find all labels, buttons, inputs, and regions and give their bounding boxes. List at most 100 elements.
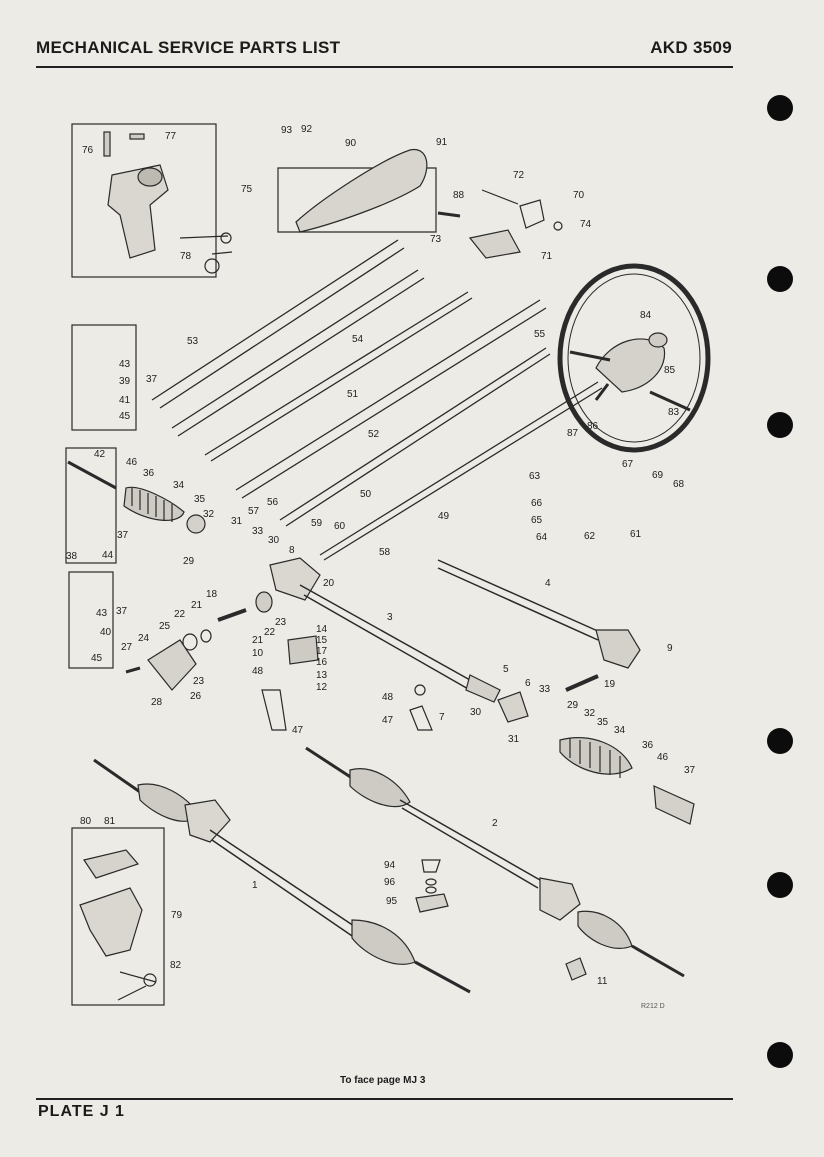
callout-37: 37 <box>146 374 158 385</box>
callout-29: 29 <box>183 556 195 567</box>
bolt <box>437 211 461 218</box>
callout-86: 86 <box>587 421 599 432</box>
callout-91: 91 <box>436 137 448 148</box>
callout-68: 68 <box>673 479 685 490</box>
callout-40: 40 <box>100 627 112 638</box>
callout-31: 31 <box>508 734 520 745</box>
callout-62: 62 <box>584 531 596 542</box>
callout-23: 23 <box>275 617 287 628</box>
callout-39: 39 <box>119 376 131 387</box>
callout-12: 12 <box>316 682 328 693</box>
callout-30: 30 <box>470 707 482 718</box>
centre-small-parts <box>409 674 599 731</box>
callout-51: 51 <box>347 389 359 400</box>
upper-rack-assembly <box>67 460 501 703</box>
callout-49: 49 <box>438 511 450 522</box>
callout-48: 48 <box>382 692 394 703</box>
callout-25: 25 <box>159 621 171 632</box>
callout-6: 6 <box>525 678 531 689</box>
callout-81: 81 <box>104 816 116 827</box>
steering-column-cowl <box>295 149 428 233</box>
rack-shaft <box>437 559 641 669</box>
callout-79: 79 <box>171 910 183 921</box>
callout-58: 58 <box>379 547 391 558</box>
callout-47: 47 <box>382 715 394 726</box>
callout-22: 22 <box>264 627 276 638</box>
binder-hole <box>767 412 793 438</box>
rack-assembly-1 <box>93 758 471 994</box>
callout-5: 5 <box>503 664 509 675</box>
callout-64: 64 <box>536 532 548 543</box>
callout-45: 45 <box>91 653 103 664</box>
tie-rod-end-inset-box <box>71 324 137 431</box>
callout-56: 56 <box>267 497 279 508</box>
callout-1: 1 <box>252 880 258 891</box>
callout-63: 63 <box>529 471 541 482</box>
callout-29: 29 <box>567 700 579 711</box>
callout-10: 10 <box>252 648 264 659</box>
callout-7: 7 <box>439 712 445 723</box>
facing-page-note: To face page MJ 3 <box>340 1075 426 1086</box>
callout-22: 22 <box>174 609 186 620</box>
callout-35: 35 <box>597 717 609 728</box>
callout-92: 92 <box>301 124 313 135</box>
callout-37: 37 <box>684 765 696 776</box>
callout-73: 73 <box>430 234 442 245</box>
callout-96: 96 <box>384 877 396 888</box>
callout-19: 19 <box>604 679 616 690</box>
nut <box>553 221 563 231</box>
callout-3: 3 <box>387 612 393 623</box>
rack-assembly-2 <box>305 746 685 978</box>
tie-rod-end-inset-box <box>65 447 117 564</box>
callout-71: 71 <box>541 251 553 262</box>
callout-9: 9 <box>667 643 673 654</box>
callout-52: 52 <box>368 429 380 440</box>
callout-31: 31 <box>231 516 243 527</box>
steering-lock-assembly <box>79 849 157 1001</box>
page-title: MECHANICAL SERVICE PARTS LIST <box>36 38 341 57</box>
callout-38: 38 <box>66 551 78 562</box>
callout-55: 55 <box>534 329 546 340</box>
callout-36: 36 <box>642 740 654 751</box>
lower-small-parts <box>415 859 587 981</box>
ignition-lock-assembly <box>103 131 233 274</box>
callout-13: 13 <box>316 670 328 681</box>
callout-94: 94 <box>384 860 396 871</box>
callout-32: 32 <box>203 509 215 520</box>
document-code: AKD 3509 <box>650 38 732 57</box>
callout-59: 59 <box>311 518 323 529</box>
callout-24: 24 <box>138 633 150 644</box>
callout-60: 60 <box>334 521 346 532</box>
callout-30: 30 <box>268 535 280 546</box>
callout-90: 90 <box>345 138 357 149</box>
steering-columns <box>151 239 603 561</box>
binder-hole <box>767 872 793 898</box>
callout-46: 46 <box>126 457 138 468</box>
callout-14: 14 <box>316 624 328 635</box>
callout-16: 16 <box>316 657 328 668</box>
callout-45: 45 <box>119 411 131 422</box>
header-rule <box>36 66 733 68</box>
callout-82: 82 <box>170 960 182 971</box>
callout-72: 72 <box>513 170 525 181</box>
callout-18: 18 <box>206 589 218 600</box>
callout-21: 21 <box>191 600 203 611</box>
steering-wheel <box>557 263 711 453</box>
binder-hole <box>767 728 793 754</box>
callout-11: 11 <box>597 976 608 987</box>
plate-label: PLATE J 1 <box>38 1103 125 1120</box>
callout-88: 88 <box>453 190 465 201</box>
callout-42: 42 <box>94 449 106 460</box>
callout-75: 75 <box>241 184 253 195</box>
callout-57: 57 <box>248 506 260 517</box>
callout-27: 27 <box>121 642 133 653</box>
callout-67: 67 <box>622 459 634 470</box>
callout-83: 83 <box>668 407 680 418</box>
callout-70: 70 <box>573 190 585 201</box>
callout-43: 43 <box>119 359 131 370</box>
callout-34: 34 <box>173 480 185 491</box>
page-header: MECHANICAL SERVICE PARTS LIST AKD 3509 <box>36 38 732 58</box>
callout-44: 44 <box>102 550 114 561</box>
